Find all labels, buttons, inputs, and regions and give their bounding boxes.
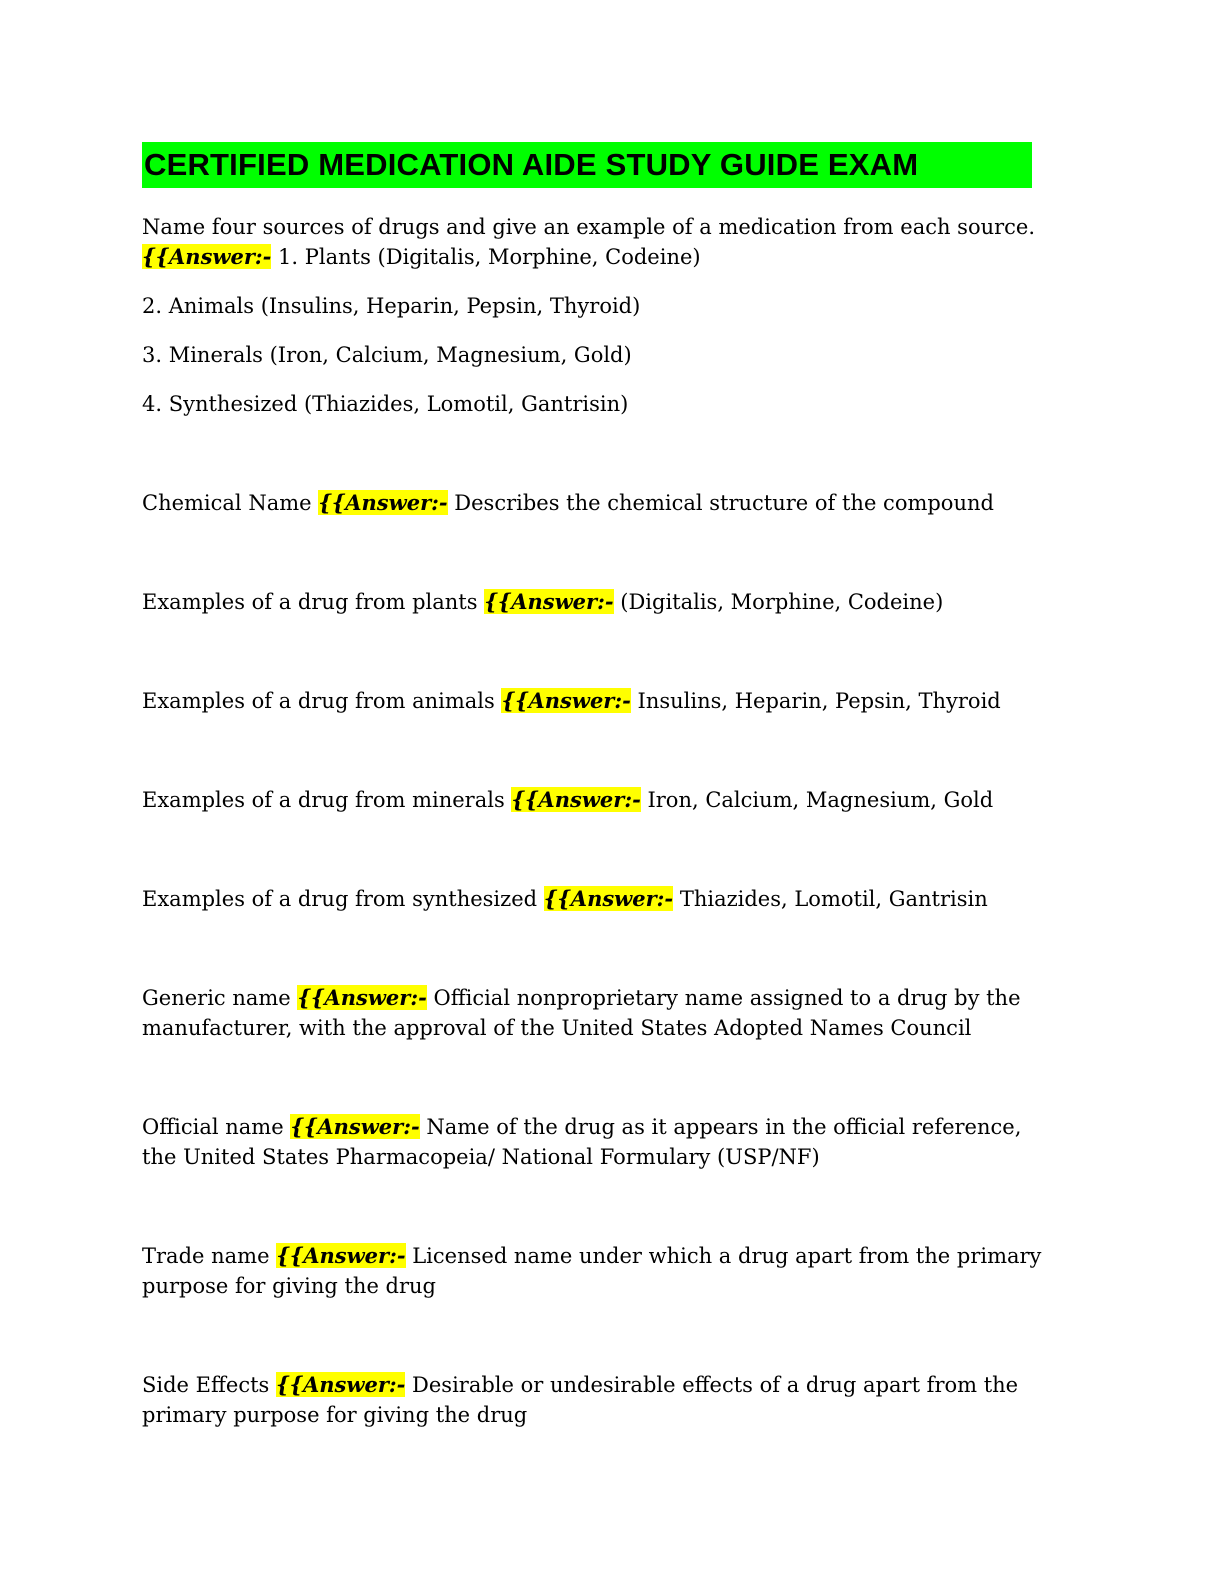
document-title: CERTIFIED MEDICATION AIDE STUDY GUIDE EX… bbox=[142, 142, 1032, 188]
answer-text: Licensed name under which a drug apart f… bbox=[142, 1244, 1042, 1298]
question-text: Examples of a drug from plants bbox=[142, 590, 485, 614]
question-text: Generic name bbox=[142, 986, 298, 1010]
qa-item-generic-name: Generic name {{Answer:- Official nonprop… bbox=[142, 983, 1042, 1043]
answer-text: (Digitalis, Morphine, Codeine) bbox=[613, 590, 944, 614]
qa-item-side-effects: Side Effects {{Answer:- Desirable or und… bbox=[142, 1370, 1042, 1430]
qa-item-minerals: Examples of a drug from minerals {{Answe… bbox=[142, 785, 1042, 815]
qa-item-trade-name: Trade name {{Answer:- Licensed name unde… bbox=[142, 1241, 1042, 1301]
question-text: Trade name bbox=[142, 1244, 277, 1268]
answer-marker: {{Answer:- bbox=[275, 1372, 406, 1397]
answer-text: Thiazides, Lomotil, Gantrisin bbox=[673, 887, 988, 911]
answer-text: Official nonproprietary name assigned to… bbox=[142, 986, 1021, 1040]
qa-item-synthesized: Examples of a drug from synthesized {{An… bbox=[142, 884, 1042, 914]
answer-text: Insulins, Heparin, Pepsin, Thyroid bbox=[630, 689, 1001, 713]
answer-marker: {{Answer:- bbox=[276, 1243, 406, 1268]
qa-item-animals: Examples of a drug from animals {{Answer… bbox=[142, 686, 1042, 716]
question-text: Name four sources of drugs and give an e… bbox=[142, 215, 1036, 239]
question-text: Examples of a drug from animals bbox=[142, 689, 502, 713]
answer-text: 1. Plants (Digitalis, Morphine, Codeine) bbox=[271, 245, 701, 269]
question-text: Examples of a drug from synthesized bbox=[142, 887, 544, 911]
answer-line-animals: 2. Animals (Insulins, Heparin, Pepsin, T… bbox=[142, 294, 641, 318]
question-text: Chemical Name bbox=[142, 491, 319, 515]
answer-text: Iron, Calcium, Magnesium, Gold bbox=[640, 788, 994, 812]
answer-marker: {{Answer:- bbox=[290, 1114, 420, 1139]
answer-line-synthesized: 4. Synthesized (Thiazides, Lomotil, Gant… bbox=[142, 392, 629, 416]
qa-item-drug-sources: Name four sources of drugs and give an e… bbox=[142, 212, 1042, 272]
answer-marker: {{Answer:- bbox=[297, 985, 427, 1010]
answer-marker: {{Answer:- bbox=[484, 589, 614, 614]
answer-text: Name of the drug as it appears in the of… bbox=[142, 1115, 1022, 1169]
qa-item-chemical-name: Chemical Name {{Answer:- Describes the c… bbox=[142, 488, 1042, 518]
answer-line-minerals: 3. Minerals (Iron, Calcium, Magnesium, G… bbox=[142, 343, 632, 367]
answer-marker: {{Answer:- bbox=[318, 490, 448, 515]
qa-item-official-name: Official name {{Answer:- Name of the dru… bbox=[142, 1112, 1042, 1172]
answer-marker: {{Answer:- bbox=[543, 886, 674, 911]
document-page: CERTIFIED MEDICATION AIDE STUDY GUIDE EX… bbox=[142, 142, 1042, 1430]
answer-marker: {{Answer:- bbox=[501, 688, 631, 713]
answer-marker: {{Answer:- bbox=[142, 244, 272, 269]
answer-text: Desirable or undesirable effects of a dr… bbox=[142, 1373, 1019, 1427]
question-text: Side Effects bbox=[142, 1373, 276, 1397]
answer-text: Describes the chemical structure of the … bbox=[447, 491, 994, 515]
qa-item-plants: Examples of a drug from plants {{Answer:… bbox=[142, 587, 1042, 617]
question-text: Official name bbox=[142, 1115, 291, 1139]
answer-marker: {{Answer:- bbox=[511, 787, 641, 812]
question-text: Examples of a drug from minerals bbox=[142, 788, 512, 812]
